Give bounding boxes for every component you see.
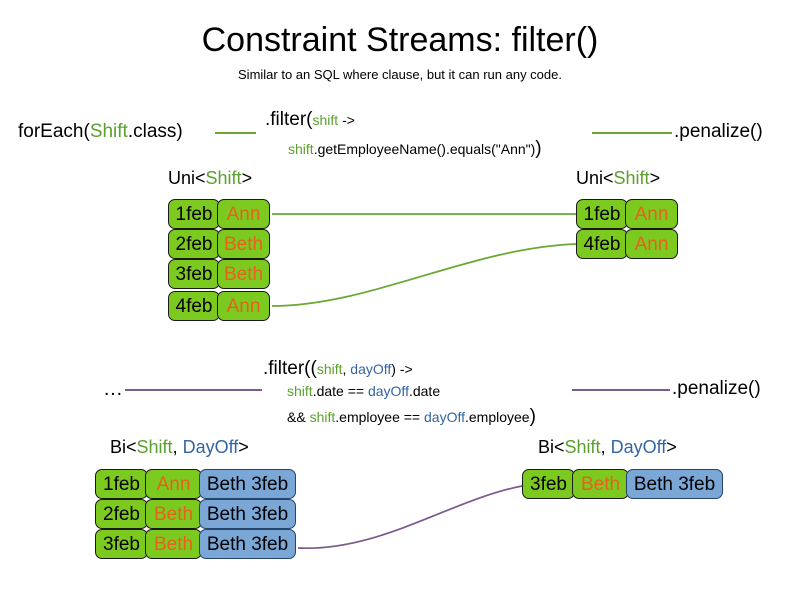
tuple-date-cell: 2feb bbox=[95, 499, 148, 529]
foreach-prefix: forEach( bbox=[18, 121, 90, 142]
bi-filter-open: .filter(( bbox=[263, 358, 317, 379]
bi-filter-arrow: ) -> bbox=[391, 361, 413, 377]
uni-output-type-label: Uni<Shift> bbox=[576, 168, 660, 189]
bi-filter-comma: , bbox=[342, 361, 351, 377]
uni-output-type-generic: Shift bbox=[613, 168, 650, 188]
tuple-employee-cell: Beth bbox=[572, 469, 629, 499]
foreach-suffix: .class) bbox=[127, 121, 183, 142]
foreach-source-label: forEach(Shift.class) bbox=[18, 121, 183, 143]
uni-filter-code-line1: .filter(shift -> bbox=[265, 109, 355, 131]
wire-uni-4feb bbox=[271, 243, 577, 307]
tuple-dayoff-cell: Beth 3feb bbox=[626, 469, 723, 499]
bi-filter-l3-b: dayOff bbox=[424, 409, 465, 425]
bi-filter-code-line3: && shift.employee == dayOff.employee) bbox=[287, 406, 536, 428]
bi-input-type-prefix: Bi< bbox=[110, 437, 137, 457]
uni-filter-param: shift bbox=[312, 112, 339, 128]
uni-input-type-label: Uni<Shift> bbox=[168, 168, 252, 189]
uni-penalize-label: .penalize() bbox=[674, 121, 763, 142]
tuple-uni-in-2[interactable]: 2feb Beth bbox=[168, 229, 270, 259]
tuple-uni-out-1[interactable]: 1feb Ann bbox=[576, 199, 678, 229]
page-title: Constraint Streams: filter() bbox=[201, 21, 599, 59]
tuple-employee-cell: Ann bbox=[145, 469, 202, 499]
tuple-employee-cell: Ann bbox=[625, 229, 678, 259]
uni-input-type-prefix: Uni< bbox=[168, 168, 206, 188]
bi-output-type-prefix: Bi< bbox=[538, 437, 565, 457]
tuple-date-cell: 3feb bbox=[522, 469, 575, 499]
tuple-employee-cell: Beth bbox=[145, 499, 202, 529]
tuple-uni-out-2[interactable]: 4feb Ann bbox=[576, 229, 678, 259]
bi-output-type-suffix: > bbox=[666, 437, 677, 457]
uni-input-type-suffix: > bbox=[241, 168, 253, 188]
bi-filter-param-a: shift bbox=[316, 361, 343, 377]
uni-filter-code-line2: shift.getEmployeeName().equals("Ann")) bbox=[288, 138, 542, 160]
tuple-bi-in-3[interactable]: 3feb Beth Beth 3feb bbox=[95, 529, 296, 559]
tuple-date-cell: 2feb bbox=[168, 229, 220, 259]
uni-output-type-suffix: > bbox=[649, 168, 661, 188]
bi-input-type-label: Bi<Shift, DayOff> bbox=[110, 437, 249, 458]
bi-input-type-a: Shift bbox=[136, 437, 173, 457]
tuple-dayoff-cell: Beth 3feb bbox=[199, 469, 296, 499]
bi-filter-l3-end: .employee bbox=[465, 409, 530, 425]
tuple-uni-in-1[interactable]: 1feb Ann bbox=[168, 199, 270, 229]
tuple-employee-cell: Beth bbox=[145, 529, 202, 559]
bi-input-type-b: DayOff bbox=[182, 437, 239, 457]
foreach-type: Shift bbox=[89, 121, 128, 142]
bi-filter-param-b: dayOff bbox=[350, 361, 392, 377]
tuple-employee-cell: Ann bbox=[217, 291, 270, 321]
bi-filter-l2-mid: .date == bbox=[312, 383, 368, 399]
uni-filter-open: .filter( bbox=[265, 109, 313, 130]
bi-input-type-comma: , bbox=[172, 437, 183, 457]
tuple-date-cell: 3feb bbox=[95, 529, 148, 559]
uni-filter-close-paren: ) bbox=[535, 138, 542, 159]
tuple-date-cell: 4feb bbox=[168, 291, 220, 321]
bi-filter-code-line1: .filter((shift, dayOff) -> bbox=[263, 358, 413, 380]
bi-filter-l3-a: shift bbox=[309, 409, 336, 425]
tuple-date-cell: 1feb bbox=[576, 199, 628, 229]
bi-output-type-a: Shift bbox=[564, 437, 601, 457]
uni-filter-body-expr: .getEmployeeName().equals("Ann") bbox=[313, 141, 536, 157]
tuple-uni-in-4[interactable]: 4feb Ann bbox=[168, 291, 270, 321]
tuple-bi-in-2[interactable]: 2feb Beth Beth 3feb bbox=[95, 499, 296, 529]
bi-filter-l3-and: && bbox=[287, 409, 310, 425]
tuple-date-cell: 1feb bbox=[168, 199, 220, 229]
tuple-employee-cell: Beth bbox=[217, 229, 270, 259]
tuple-employee-cell: Ann bbox=[625, 199, 678, 229]
bi-filter-l2-b: dayOff bbox=[367, 383, 409, 399]
bi-source-ellipsis: … bbox=[103, 378, 123, 400]
tuple-date-cell: 1feb bbox=[95, 469, 148, 499]
bi-input-type-suffix: > bbox=[238, 437, 249, 457]
uni-output-type-prefix: Uni< bbox=[576, 168, 614, 188]
bi-output-type-b: DayOff bbox=[610, 437, 667, 457]
bi-filter-l2-end: .date bbox=[408, 383, 441, 399]
tuple-date-cell: 4feb bbox=[576, 229, 628, 259]
tuple-date-cell: 3feb bbox=[168, 259, 220, 289]
uni-filter-arrow: -> bbox=[338, 112, 355, 128]
tuple-dayoff-cell: Beth 3feb bbox=[199, 529, 296, 559]
uni-filter-body-param: shift bbox=[288, 141, 314, 157]
tuple-uni-in-3[interactable]: 3feb Beth bbox=[168, 259, 270, 289]
bi-filter-l3-mid: .employee == bbox=[335, 409, 424, 425]
tuple-bi-out-1[interactable]: 3feb Beth Beth 3feb bbox=[522, 469, 723, 499]
bi-filter-close-paren: ) bbox=[529, 406, 536, 427]
uni-input-type-generic: Shift bbox=[205, 168, 242, 188]
bi-filter-l2-a: shift bbox=[287, 383, 313, 399]
wire-bi-3feb bbox=[297, 485, 523, 549]
tuple-dayoff-cell: Beth 3feb bbox=[199, 499, 296, 529]
tuple-employee-cell: Ann bbox=[217, 199, 270, 229]
bi-output-type-label: Bi<Shift, DayOff> bbox=[538, 437, 677, 458]
bi-penalize-label: .penalize() bbox=[672, 378, 761, 399]
bi-output-type-comma: , bbox=[600, 437, 611, 457]
tuple-bi-in-1[interactable]: 1feb Ann Beth 3feb bbox=[95, 469, 296, 499]
page-subtitle: Similar to an SQL where clause, but it c… bbox=[238, 67, 562, 82]
bi-filter-code-line2: shift.date == dayOff.date bbox=[287, 383, 440, 399]
tuple-employee-cell: Beth bbox=[217, 259, 270, 289]
